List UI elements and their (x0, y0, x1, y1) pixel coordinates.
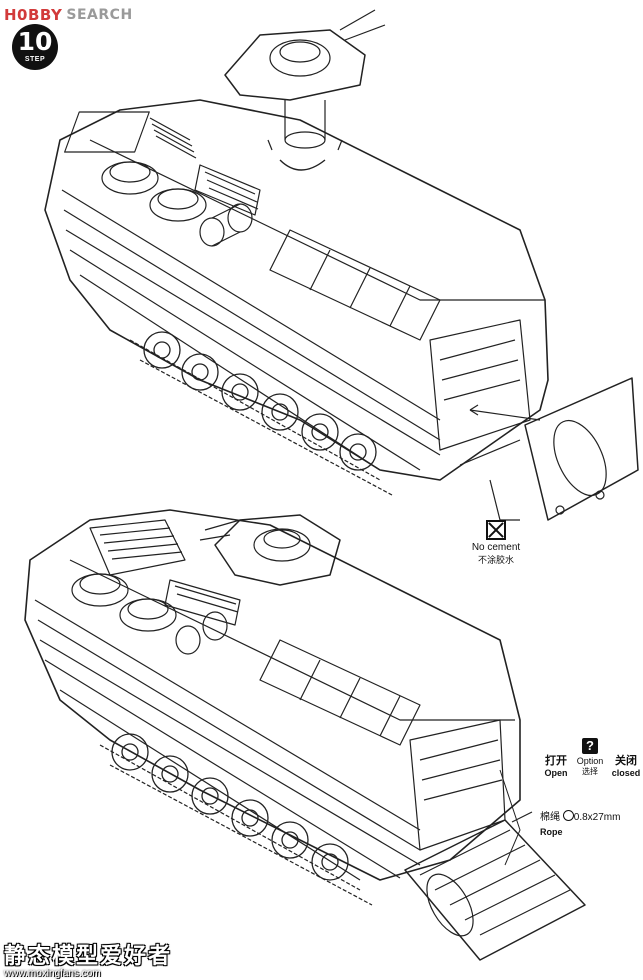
rope-text-cn: 棉绳 (540, 812, 560, 823)
no-cement-icon (486, 520, 506, 540)
rope-label: 棉绳 0.8x27mm Rope (540, 808, 640, 837)
open-text-en: Open (544, 768, 568, 778)
option-text-en: Option (576, 756, 604, 766)
open-label: 打开 Open (538, 752, 574, 778)
question-icon: ? (582, 738, 598, 754)
option-text-cn: 选择 (582, 767, 598, 776)
rope-spec: 0.8x27mm (573, 812, 621, 823)
step-label: STEP (24, 56, 46, 63)
diameter-icon (562, 810, 574, 821)
step-badge: 10 STEP (12, 24, 58, 70)
brand-search-text: SEARCH (66, 7, 133, 23)
option-label: ? Option 选择 (570, 738, 610, 777)
watermark-text: 静态模型爱好者 (4, 944, 173, 969)
brand-logo[interactable]: H0BBY SEARCH (4, 4, 133, 26)
closed-label: 关闭 closed (608, 752, 643, 778)
open-text-cn: 打开 (545, 754, 567, 767)
no-cement-callout: No cement 不涂胶水 (448, 520, 544, 566)
no-cement-text-cn: 不涂胶水 (477, 556, 514, 566)
closed-text-en: closed (611, 768, 641, 778)
watermark-url: www.moxingfans.com (4, 968, 101, 979)
no-cement-text-en: No cement (471, 542, 521, 553)
rope-text-en: Rope (540, 827, 563, 837)
step-number: 10 (17, 27, 53, 56)
top-vehicle-drawing (44, 9, 639, 521)
brand-logo-text: H0BBY (4, 6, 63, 24)
closed-text-cn: 关闭 (615, 754, 637, 767)
watermark: 静态模型爱好者 www.moxingfans.com (4, 938, 172, 979)
bottom-vehicle-drawing (24, 509, 586, 961)
